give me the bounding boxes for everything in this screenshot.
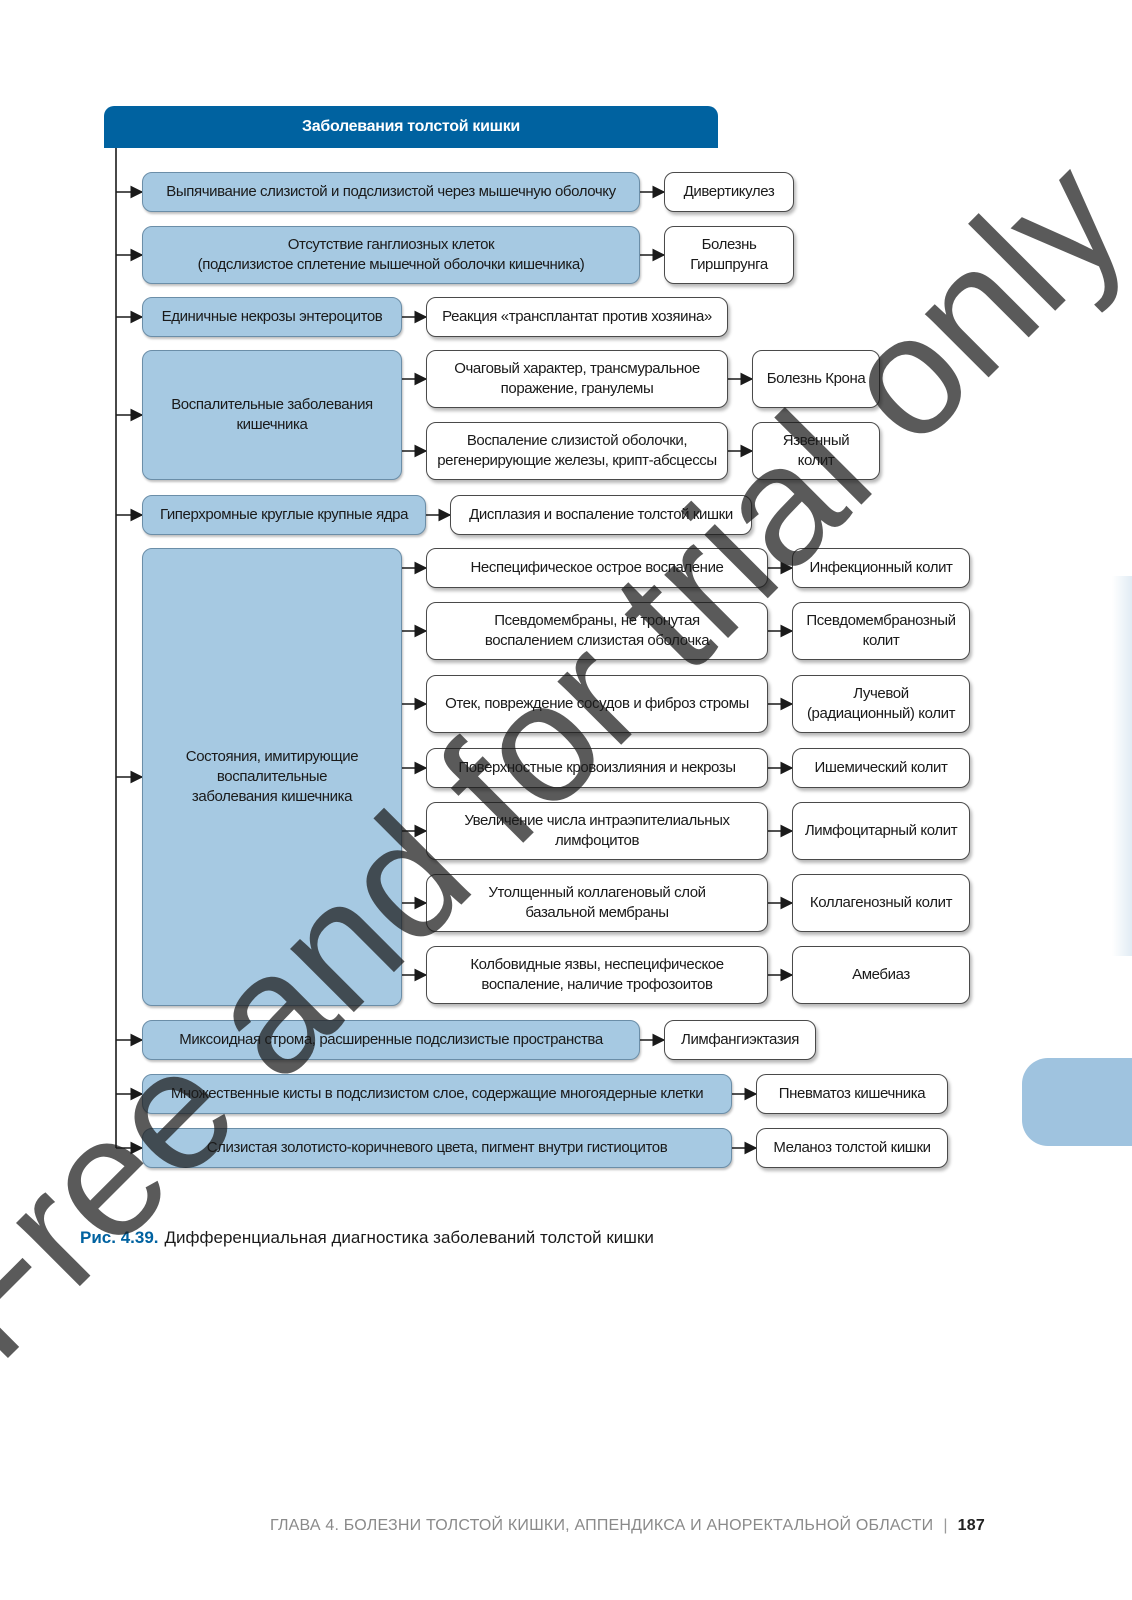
running-chapter-title: ГЛАВА 4. БОЛЕЗНИ ТОЛСТОЙ КИШКИ, АППЕНДИК… bbox=[270, 1517, 934, 1534]
finding-box-7: Поверхностные кровоизлияния и некрозы bbox=[426, 748, 768, 788]
finding-box-0: Реакция «трансплантат против хозяина» bbox=[426, 297, 728, 337]
finding-box-10: Колбовидные язвы, неспецифическое воспал… bbox=[426, 946, 768, 1004]
diagnosis-box-4: Инфекционный колит bbox=[792, 548, 970, 588]
diagnosis-box-label: Язвенный колит bbox=[782, 431, 850, 469]
diagram-title: Заболевания толстой кишки bbox=[104, 106, 718, 148]
diagnosis-box-label: Пневматоз кишечника bbox=[778, 1084, 926, 1102]
finding-box-1: Очаговый характер, трансмуральное пораже… bbox=[426, 350, 728, 408]
finding-box-label: Дисплазия и воспаление толстой кишки bbox=[469, 505, 733, 523]
diagnosis-box-0: Дивертикулез bbox=[664, 172, 794, 212]
finding-box-label: Воспаление слизистой оболочки, регенерир… bbox=[437, 431, 717, 469]
diagnosis-box-9: Коллагенозный колит bbox=[792, 874, 970, 932]
diagnosis-box-12: Пневматоз кишечника bbox=[756, 1074, 948, 1114]
finding-box-label: Утолщенный коллагеновый слой базальной м… bbox=[488, 883, 706, 921]
chapter-tab bbox=[1022, 1058, 1132, 1146]
feature-box-0: Выпячивание слизистой и подслизистой чер… bbox=[142, 172, 640, 212]
feature-box-1: Отсутствие ганглиозных клеток (подслизис… bbox=[142, 226, 640, 284]
finding-box-label: Поверхностные кровоизлияния и некрозы bbox=[458, 758, 736, 776]
diagnosis-box-3: Язвенный колит bbox=[752, 422, 880, 480]
finding-box-2: Воспаление слизистой оболочки, регенерир… bbox=[426, 422, 728, 480]
finding-box-8: Увеличение числа интраэпителиальных лимф… bbox=[426, 802, 768, 860]
feature-box-label: Множественные кисты в подслизистом слое,… bbox=[170, 1084, 704, 1102]
diagnosis-box-label: Лимфоцитарный колит bbox=[804, 821, 958, 839]
finding-box-4: Неспецифическое острое воспаление bbox=[426, 548, 768, 588]
page-number: 187 bbox=[957, 1517, 985, 1534]
finding-box-label: Колбовидные язвы, неспецифическое воспал… bbox=[470, 955, 724, 993]
feature-box-5: Состояния, имитирующие воспалительные за… bbox=[142, 548, 402, 1006]
figure-label: Рис. 4.39. bbox=[80, 1228, 159, 1247]
page-edge-stripe bbox=[1112, 576, 1132, 956]
diagnosis-box-10: Амебиаз bbox=[792, 946, 970, 1004]
finding-box-label: Неспецифическое острое воспаление bbox=[470, 558, 724, 576]
feature-box-8: Слизистая золотисто-коричневого цвета, п… bbox=[142, 1128, 732, 1168]
diagnosis-box-7: Ишемический колит bbox=[792, 748, 970, 788]
finding-box-6: Отек, повреждение сосудов и фиброз стром… bbox=[426, 675, 768, 733]
feature-box-6: Миксоидная строма, расширенные подслизис… bbox=[142, 1020, 640, 1060]
finding-box-5: Псевдомембраны, не тронутая воспалением … bbox=[426, 602, 768, 660]
feature-box-2: Единичные некрозы энтероцитов bbox=[142, 297, 402, 337]
feature-box-label: Выпячивание слизистой и подслизистой чер… bbox=[166, 182, 616, 200]
finding-box-9: Утолщенный коллагеновый слой базальной м… bbox=[426, 874, 768, 932]
diagnosis-box-label: Дивертикулез bbox=[683, 182, 775, 200]
diagnosis-box-label: Болезнь Крона bbox=[766, 369, 866, 387]
finding-box-label: Псевдомембраны, не тронутая воспалением … bbox=[484, 611, 710, 649]
diagnosis-box-1: Болезнь Гиршпрунга bbox=[664, 226, 794, 284]
feature-box-7: Множественные кисты в подслизистом слое,… bbox=[142, 1074, 732, 1114]
diagnosis-box-6: Лучевой (радиационный) колит bbox=[792, 675, 970, 733]
feature-box-3: Воспалительные заболевания кишечника bbox=[142, 350, 402, 480]
diagnosis-box-label: Амебиаз bbox=[852, 965, 910, 983]
finding-box-3: Дисплазия и воспаление толстой кишки bbox=[450, 495, 752, 535]
finding-box-label: Отек, повреждение сосудов и фиброз стром… bbox=[445, 694, 749, 712]
diagnosis-box-5: Псевдомембранозный колит bbox=[792, 602, 970, 660]
diagnosis-box-2: Болезнь Крона bbox=[752, 350, 880, 408]
diagnosis-box-label: Меланоз толстой кишки bbox=[773, 1138, 931, 1156]
diagnosis-box-label: Псевдомембранозный колит bbox=[806, 611, 956, 649]
finding-box-label: Увеличение числа интраэпителиальных лимф… bbox=[464, 811, 730, 849]
feature-box-label: Слизистая золотисто-коричневого цвета, п… bbox=[206, 1138, 668, 1156]
feature-box-label: Воспалительные заболевания кишечника bbox=[171, 395, 373, 433]
footer-separator: | bbox=[943, 1517, 948, 1534]
page-footer: ГЛАВА 4. БОЛЕЗНИ ТОЛСТОЙ КИШКИ, АППЕНДИК… bbox=[270, 1517, 985, 1535]
diagnosis-box-label: Лучевой (радиационный) колит bbox=[806, 684, 956, 722]
feature-box-4: Гиперхромные круглые крупные ядра bbox=[142, 495, 426, 535]
diagnosis-box-8: Лимфоцитарный колит bbox=[792, 802, 970, 860]
feature-box-label: Единичные некрозы энтероцитов bbox=[161, 307, 383, 325]
diagnosis-box-label: Инфекционный колит bbox=[809, 558, 953, 576]
diagnosis-box-11: Лимфангиэктазия bbox=[664, 1020, 816, 1060]
finding-box-label: Реакция «трансплантат против хозяина» bbox=[442, 307, 712, 325]
diagnosis-box-label: Лимфангиэктазия bbox=[681, 1030, 799, 1048]
figure-caption: Рис. 4.39. Дифференциальная диагностика з… bbox=[80, 1228, 654, 1248]
diagnosis-box-label: Ишемический колит bbox=[814, 758, 948, 776]
diagnosis-box-label: Коллагенозный колит bbox=[809, 893, 953, 911]
finding-box-label: Очаговый характер, трансмуральное пораже… bbox=[454, 359, 700, 397]
feature-box-label: Состояния, имитирующие воспалительные за… bbox=[185, 747, 359, 806]
feature-box-label: Отсутствие ганглиозных клеток (подслизис… bbox=[197, 235, 585, 273]
diagnosis-box-13: Меланоз толстой кишки bbox=[756, 1128, 948, 1168]
feature-box-label: Миксоидная строма, расширенные подслизис… bbox=[179, 1030, 603, 1048]
figure-caption-text: Дифференциальная диагностика заболеваний… bbox=[164, 1228, 654, 1247]
feature-box-label: Гиперхромные круглые крупные ядра bbox=[159, 505, 409, 523]
diagnosis-box-label: Болезнь Гиршпрунга bbox=[690, 235, 768, 273]
